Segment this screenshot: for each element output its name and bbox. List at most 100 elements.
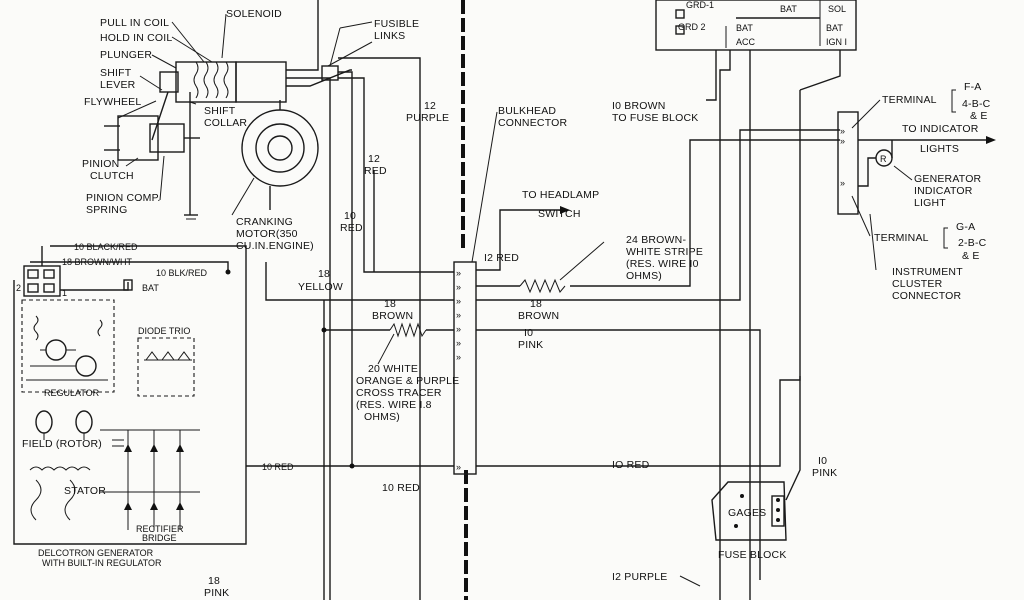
label-12-purple-2: PURPLE — [406, 112, 449, 124]
label-flywheel: FLYWHEEL — [84, 96, 141, 108]
fuse-block — [679, 376, 801, 587]
label-rectifier-1: RECTIFIER — [136, 524, 184, 534]
label-fa: F-A — [964, 81, 982, 93]
label-gages: GAGES — [728, 507, 766, 519]
label-18-brown-3: 18 — [530, 298, 542, 310]
label-and-e2: & E — [962, 250, 980, 262]
label-10-pink-2: PINK — [518, 339, 543, 351]
bulkhead-wires — [265, 90, 840, 600]
label-24-1: 24 BROWN- — [626, 234, 686, 246]
label-18-pink-2: PINK — [204, 587, 229, 599]
label-bulkhead-2: CONNECTOR — [498, 117, 567, 129]
svg-text:»: » — [840, 178, 845, 188]
label-plunger: PLUNGER — [100, 49, 152, 61]
label-regulator: REGULATOR — [44, 388, 100, 398]
label-diode-trio: DIODE TRIO — [138, 326, 190, 336]
label-inst-3: CONNECTOR — [892, 290, 961, 302]
label-shift-lever-1: SHIFT — [100, 67, 132, 79]
label-10-red-mid: IO RED — [612, 459, 650, 471]
label-pinion-spring-2: SPRING — [86, 204, 127, 216]
label-t2: 2 — [16, 283, 21, 293]
label-bulkhead-1: BULKHEAD — [498, 105, 556, 117]
label-brown-fuse-2: TO FUSE BLOCK — [612, 112, 698, 124]
label-to-indicator-1: TO INDICATOR — [902, 123, 979, 135]
svg-text:»: » — [456, 324, 461, 334]
label-10-pink-r1: I0 — [818, 455, 827, 467]
label-shift-collar-1: SHIFT — [204, 105, 236, 117]
label-bat-top: BAT — [780, 4, 797, 14]
label-inst-1: INSTRUMENT — [892, 266, 963, 278]
label-10-red-1: 10 — [344, 210, 356, 222]
svg-text:»: » — [456, 268, 461, 278]
label-grd1: GRD-1 — [686, 0, 714, 10]
label-field-rotor: FIELD (ROTOR) — [22, 438, 102, 450]
label-acc: ACC — [736, 37, 756, 47]
label-ga: G-A — [956, 221, 975, 233]
label-gen-ind-2: INDICATOR — [914, 185, 973, 197]
label-cranking-3: CU.IN.ENGINE) — [236, 240, 314, 252]
label-12-red-2: RED — [364, 165, 387, 177]
label-r-circle: R — [880, 154, 887, 164]
label-4bc: 4-B-C — [962, 98, 991, 110]
label-cranking-1: CRANKING — [236, 216, 293, 228]
label-fusible-1: FUSIBLE — [374, 18, 419, 30]
label-hold-in-coil: HOLD IN COIL — [100, 32, 172, 44]
label-brown-fuse-1: I0 BROWN — [612, 100, 666, 112]
svg-text:»: » — [456, 462, 461, 472]
label-10-blk-red: 10 BLK/RED — [156, 268, 208, 278]
label-10-red-low: 10 RED — [382, 482, 420, 494]
generator — [13, 245, 454, 545]
label-rectifier-2: BRIDGE — [142, 533, 177, 543]
svg-text:»: » — [840, 136, 845, 146]
label-grd2: GRD 2 — [678, 22, 706, 32]
label-inst-2: CLUSTER — [892, 278, 943, 290]
label-10-pink-r2: PINK — [812, 467, 837, 479]
label-10-pink-1: I0 — [524, 327, 533, 339]
label-delco-2: WITH BUILT-IN REGULATOR — [42, 558, 162, 568]
svg-text:»: » — [456, 296, 461, 306]
label-18-yellow-2: YELLOW — [298, 281, 343, 293]
label-10-black-red: 10 BLACK/RED — [74, 242, 138, 252]
label-terminal-a: TERMINAL — [882, 94, 937, 106]
starter-leaders — [117, 13, 255, 216]
starter-assembly — [104, 61, 319, 220]
label-20-3: CROSS TRACER — [356, 387, 442, 399]
label-headlamp-2: SWITCH — [538, 208, 581, 220]
label-18-pink-1: 18 — [208, 575, 220, 587]
label-gen-ind-3: LIGHT — [914, 197, 946, 209]
label-cranking-2: MOTOR(350 — [236, 228, 298, 240]
label-delco-1: DELCOTRON GENERATOR — [38, 548, 154, 558]
starter-wires — [286, 0, 454, 600]
label-24-3: (RES. WIRE I0 — [626, 258, 699, 270]
label-shift-collar-2: COLLAR — [204, 117, 247, 129]
label-18-brown-2: BROWN — [372, 310, 413, 322]
label-20-1: 20 WHITE — [368, 363, 418, 375]
label-bat-mid: BAT — [736, 23, 753, 33]
label-18-brown-4: BROWN — [518, 310, 559, 322]
label-stator: STATOR — [64, 485, 106, 497]
label-12-red-h: I2 RED — [484, 252, 519, 264]
label-20-2: ORANGE & PURPLE — [356, 375, 459, 387]
label-terminal-b: TERMINAL — [874, 232, 929, 244]
label-to-indicator-2: LIGHTS — [920, 143, 959, 155]
label-pinion-clutch-1: PINION — [82, 158, 119, 170]
label-sol: SOL — [828, 4, 846, 14]
label-solenoid: SOLENOID — [226, 8, 282, 20]
headlamp-arrow — [476, 206, 570, 271]
svg-text:»: » — [456, 282, 461, 292]
label-2bc: 2-B-C — [958, 237, 987, 249]
label-bat-r: BAT — [826, 23, 843, 33]
svg-text:»: » — [840, 126, 845, 136]
label-12-purple-low: I2 PURPLE — [612, 571, 668, 583]
label-pinion-clutch-2: CLUTCH — [90, 170, 134, 182]
label-20-4: (RES. WIRE I.8 — [356, 399, 432, 411]
bulkhead-connector: »» »» »» »» — [453, 111, 498, 475]
label-t1: 1 — [62, 288, 67, 298]
label-12-purple-1: 12 — [424, 100, 436, 112]
diagram-labels: PULL IN COIL HOLD IN COIL SOLENOID PLUNG… — [16, 0, 991, 599]
label-12-red-1: 12 — [368, 153, 380, 165]
instrument-cluster-connector: »»» — [837, 89, 996, 271]
label-ign1: IGN I — [826, 37, 847, 47]
svg-text:»: » — [456, 338, 461, 348]
